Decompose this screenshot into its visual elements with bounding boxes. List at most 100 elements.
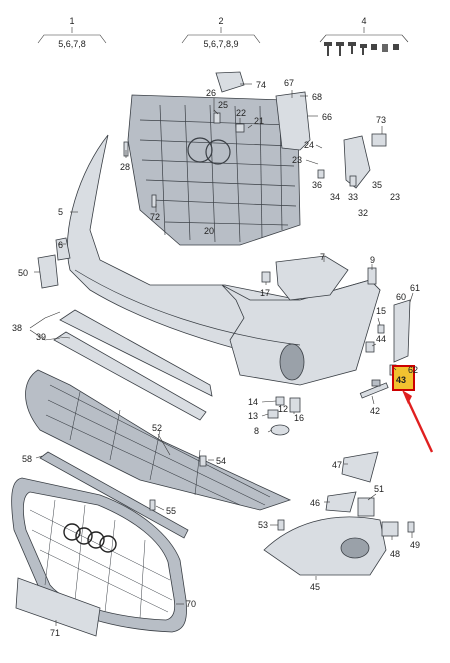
impact-absorber <box>59 309 213 397</box>
highlight-box-43 <box>392 365 415 391</box>
callout-labels: 74 26 25 22 21 67 68 66 28 24 23 73 36 3… <box>12 78 420 638</box>
bracket-47 <box>341 451 379 483</box>
bracket-73 <box>371 133 387 147</box>
trim-46 <box>325 491 357 513</box>
callout-36: 36 <box>312 180 322 190</box>
callout-24: 24 <box>304 140 314 150</box>
molding-58 <box>39 451 189 539</box>
callout-53: 53 <box>258 520 268 530</box>
callout-6: 6 <box>58 240 63 250</box>
callout-20: 20 <box>204 226 214 236</box>
callout-62: 62 <box>408 365 418 375</box>
upper-grille-frame <box>127 94 301 246</box>
callout-43: 43 <box>396 375 406 385</box>
callout-67: 67 <box>284 78 294 88</box>
callout-12: 12 <box>278 404 288 414</box>
callout-42: 42 <box>370 406 380 416</box>
callout-13: 13 <box>248 411 258 421</box>
leader-lines <box>29 83 414 626</box>
callout-39: 39 <box>36 332 46 342</box>
group-4-number: 4 <box>361 16 366 26</box>
group-2-items: 5,6,7,8,9 <box>203 39 238 49</box>
sensor-51 <box>357 497 375 517</box>
clip-33 <box>349 175 357 187</box>
reflector-50 <box>37 254 59 289</box>
clip-44 <box>365 341 375 353</box>
callout-68: 68 <box>312 92 322 102</box>
sensor-48 <box>381 521 399 537</box>
callout-48: 48 <box>390 549 400 559</box>
cover-cap-8 <box>270 424 290 436</box>
callout-15: 15 <box>376 306 386 316</box>
clip-13 <box>267 409 279 419</box>
callout-46: 46 <box>310 498 320 508</box>
callout-38: 38 <box>12 323 22 333</box>
callout-72: 72 <box>150 212 160 222</box>
bracket-35 <box>343 135 371 189</box>
fastener-set-icon <box>324 42 399 56</box>
callout-33: 33 <box>348 192 358 202</box>
cover-6 <box>55 237 71 261</box>
callout-5: 5 <box>58 207 63 217</box>
callout-26: 26 <box>206 88 216 98</box>
group-header-4: 4 <box>319 16 409 43</box>
trim-42 <box>359 382 389 399</box>
callout-51: 51 <box>374 484 384 494</box>
callout-50: 50 <box>18 268 28 278</box>
group-2-number: 2 <box>218 16 223 26</box>
screw-25 <box>213 112 221 124</box>
callout-71: 71 <box>50 628 60 638</box>
clip-53 <box>277 519 285 531</box>
callout-28: 28 <box>120 162 130 172</box>
rings-emblem-icon <box>63 523 117 553</box>
callout-74: 74 <box>256 80 266 90</box>
callout-70: 70 <box>186 599 196 609</box>
callout-23-right: 23 <box>390 192 400 202</box>
clip-36 <box>317 169 325 179</box>
group-header-1: 1 5,6,7,8 <box>37 16 107 49</box>
absorber-39 <box>53 331 207 421</box>
screw-49 <box>407 521 415 533</box>
callout-52: 52 <box>152 423 162 433</box>
callout-44: 44 <box>376 334 386 344</box>
callout-34: 34 <box>330 192 340 202</box>
callout-17: 17 <box>260 288 270 298</box>
callout-60: 60 <box>396 292 406 302</box>
clip-22 <box>235 123 245 133</box>
callout-16: 16 <box>294 413 304 423</box>
callout-23: 23 <box>292 155 302 165</box>
clip-17 <box>261 271 271 283</box>
callout-61: 61 <box>410 283 420 293</box>
callout-21: 21 <box>254 116 264 126</box>
bumper-cover <box>67 134 381 386</box>
callout-73: 73 <box>376 115 386 125</box>
air-duct-66 <box>275 91 311 151</box>
bracket-9 <box>367 267 377 285</box>
group-1-items: 5,6,7,8 <box>58 39 86 49</box>
group-1-number: 1 <box>69 16 74 26</box>
side-bracket-60 <box>393 299 411 363</box>
callout-7: 7 <box>320 252 325 262</box>
callout-14: 14 <box>248 397 258 407</box>
license-plate-mount <box>15 577 101 637</box>
callout-35: 35 <box>372 180 382 190</box>
callout-47: 47 <box>332 460 342 470</box>
callout-49: 49 <box>410 540 420 550</box>
callout-55: 55 <box>166 506 176 516</box>
callout-8: 8 <box>254 426 259 436</box>
callout-45: 45 <box>310 582 320 592</box>
callout-9: 9 <box>370 255 375 265</box>
trim-7 <box>275 255 349 301</box>
clip-15 <box>377 324 385 334</box>
group-header-2: 2 5,6,7,8,9 <box>181 16 261 49</box>
callout-66: 66 <box>322 112 332 122</box>
arrow-head-icon <box>402 390 412 404</box>
callout-58: 58 <box>22 454 32 464</box>
lower-grille <box>25 369 292 511</box>
bracket-74 <box>215 71 245 93</box>
clip-54 <box>199 455 207 467</box>
clip-55 <box>149 499 156 511</box>
bracket-16 <box>289 397 301 413</box>
screw-72 <box>151 194 157 208</box>
